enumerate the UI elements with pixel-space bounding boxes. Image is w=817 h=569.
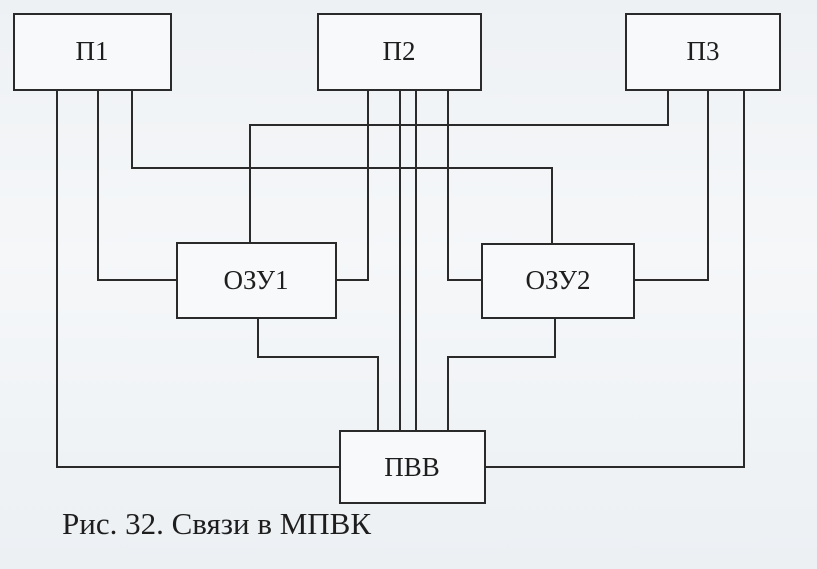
wire-p1-ozu2	[131, 90, 553, 244]
wire-p3-ozu1	[249, 90, 669, 243]
wire-p1-pvv	[56, 90, 340, 468]
wire-p3-pvv	[485, 90, 745, 468]
block-ozu1: ОЗУ1	[176, 242, 337, 319]
block-p3-frame	[625, 13, 781, 91]
wire-ozu2-pvv	[447, 318, 556, 431]
block-p3: П3	[625, 13, 781, 91]
connections	[56, 90, 745, 468]
wire-p3-ozu2	[634, 90, 709, 281]
wire-ozu1-pvv	[257, 318, 379, 431]
block-p1: П1	[13, 13, 172, 91]
block-pvv-label: ПВВ	[384, 452, 440, 482]
block-ozu1-label: ОЗУ1	[224, 265, 289, 295]
wire-p2-ozu1	[336, 90, 369, 281]
block-p1-frame	[13, 13, 172, 91]
wire-p1-ozu1	[97, 90, 177, 281]
block-ozu2-label: ОЗУ2	[526, 265, 591, 295]
block-p2-frame	[317, 13, 482, 91]
block-p2-label: П2	[383, 36, 416, 66]
block-ozu2: ОЗУ2	[481, 243, 635, 319]
wire-p2-ozu2	[447, 90, 482, 281]
block-p3-label: П3	[687, 36, 720, 66]
block-ozu1-frame	[176, 242, 337, 319]
block-pvv: ПВВ	[339, 430, 486, 504]
figure-caption: Рис. 32. Связи в МПВК	[62, 506, 372, 541]
block-ozu2-frame	[481, 243, 635, 319]
block-p1-label: П1	[76, 36, 109, 66]
block-pvv-frame	[339, 430, 486, 504]
block-p2: П2	[317, 13, 482, 91]
